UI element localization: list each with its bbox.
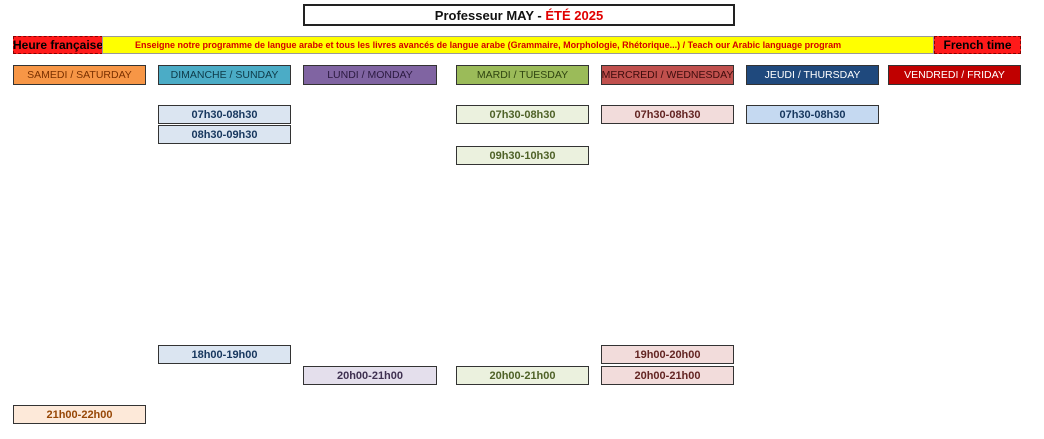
time-slot: 20h00-21h00 [303, 366, 437, 385]
day-header-2: LUNDI / MONDAY [303, 65, 437, 85]
title-prefix: Professeur MAY - [434, 7, 542, 23]
time-slot: 21h00-22h00 [13, 405, 146, 424]
time-slot: 07h30-08h30 [601, 105, 734, 124]
time-slot: 19h00-20h00 [601, 345, 734, 364]
day-header-6: VENDREDI / FRIDAY [888, 65, 1021, 85]
day-header-4: MERCREDI / WEDNESDAY [601, 65, 734, 85]
time-slot: 09h30-10h30 [456, 146, 589, 165]
day-header-3: MARDI / TUESDAY [456, 65, 589, 85]
title-season: ÉTÉ 2025 [545, 7, 604, 23]
time-slot: 07h30-08h30 [456, 105, 589, 124]
day-header-5: JEUDI / THURSDAY [746, 65, 879, 85]
day-header-0: SAMEDI / SATURDAY [13, 65, 146, 85]
right-time-label: French time [934, 36, 1021, 54]
time-slot: 18h00-19h00 [158, 345, 291, 364]
page-title: Professeur MAY - ÉTÉ 2025 [303, 4, 735, 26]
time-slot: 07h30-08h30 [746, 105, 879, 124]
time-slot: 20h00-21h00 [456, 366, 589, 385]
time-slot: 20h00-21h00 [601, 366, 734, 385]
program-banner: Enseigne notre programme de langue arabe… [102, 36, 934, 54]
time-slot: 08h30-09h30 [158, 125, 291, 144]
time-slot: 07h30-08h30 [158, 105, 291, 124]
left-time-label: Heure française [13, 36, 103, 54]
day-header-1: DIMANCHE / SUNDAY [158, 65, 291, 85]
